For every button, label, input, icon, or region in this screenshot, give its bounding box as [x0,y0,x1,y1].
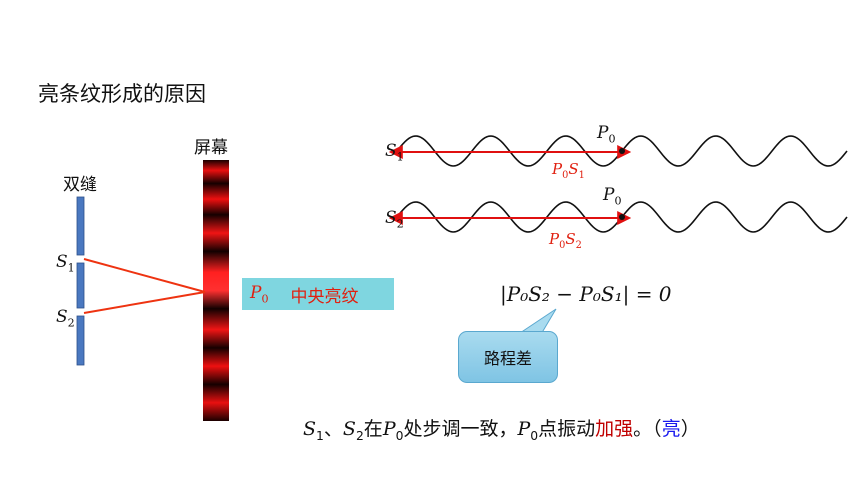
screen-fringes [203,160,229,421]
p0-dot-1 [619,148,625,154]
path-label-p0s2: P0S2 [549,230,582,251]
conclusion-text: S1、S2在P0处步调一致，P0点振动加强。（亮） [303,418,700,443]
wave1-s-label: S1 [385,141,404,164]
p0-label: P0 [250,282,269,306]
slit-plate-top [76,196,85,256]
path-difference-callout: 路程差 [458,331,558,383]
central-fringe-text: 中央亮纹 [290,286,359,307]
ray-s1 [83,258,206,293]
p0-dot-2 [619,214,625,220]
wave1-p-label: P0 [597,123,616,146]
path-difference-formula: |P₀S₂ − P₀S₁| = 0 [500,282,672,306]
wave2-s-label: S2 [385,208,404,231]
page-title: 亮条纹形成的原因 [38,82,206,106]
wave2-p-label: P0 [603,185,622,208]
slit-plate-middle [76,262,85,309]
central-fringe-label: P0 中央亮纹 [242,278,394,310]
path-label-p0s1: P0S1 [552,160,585,181]
s1-label: S1 [56,252,75,275]
emphasis-strengthen: 加强 [595,418,634,440]
bright-word: 亮 [661,418,681,440]
screen-label: 屏幕 [194,138,228,158]
slit-plate-bottom [76,315,85,366]
double-slit-label: 双缝 [63,175,97,195]
ray-s2 [83,291,206,314]
s2-label: S2 [56,307,75,330]
